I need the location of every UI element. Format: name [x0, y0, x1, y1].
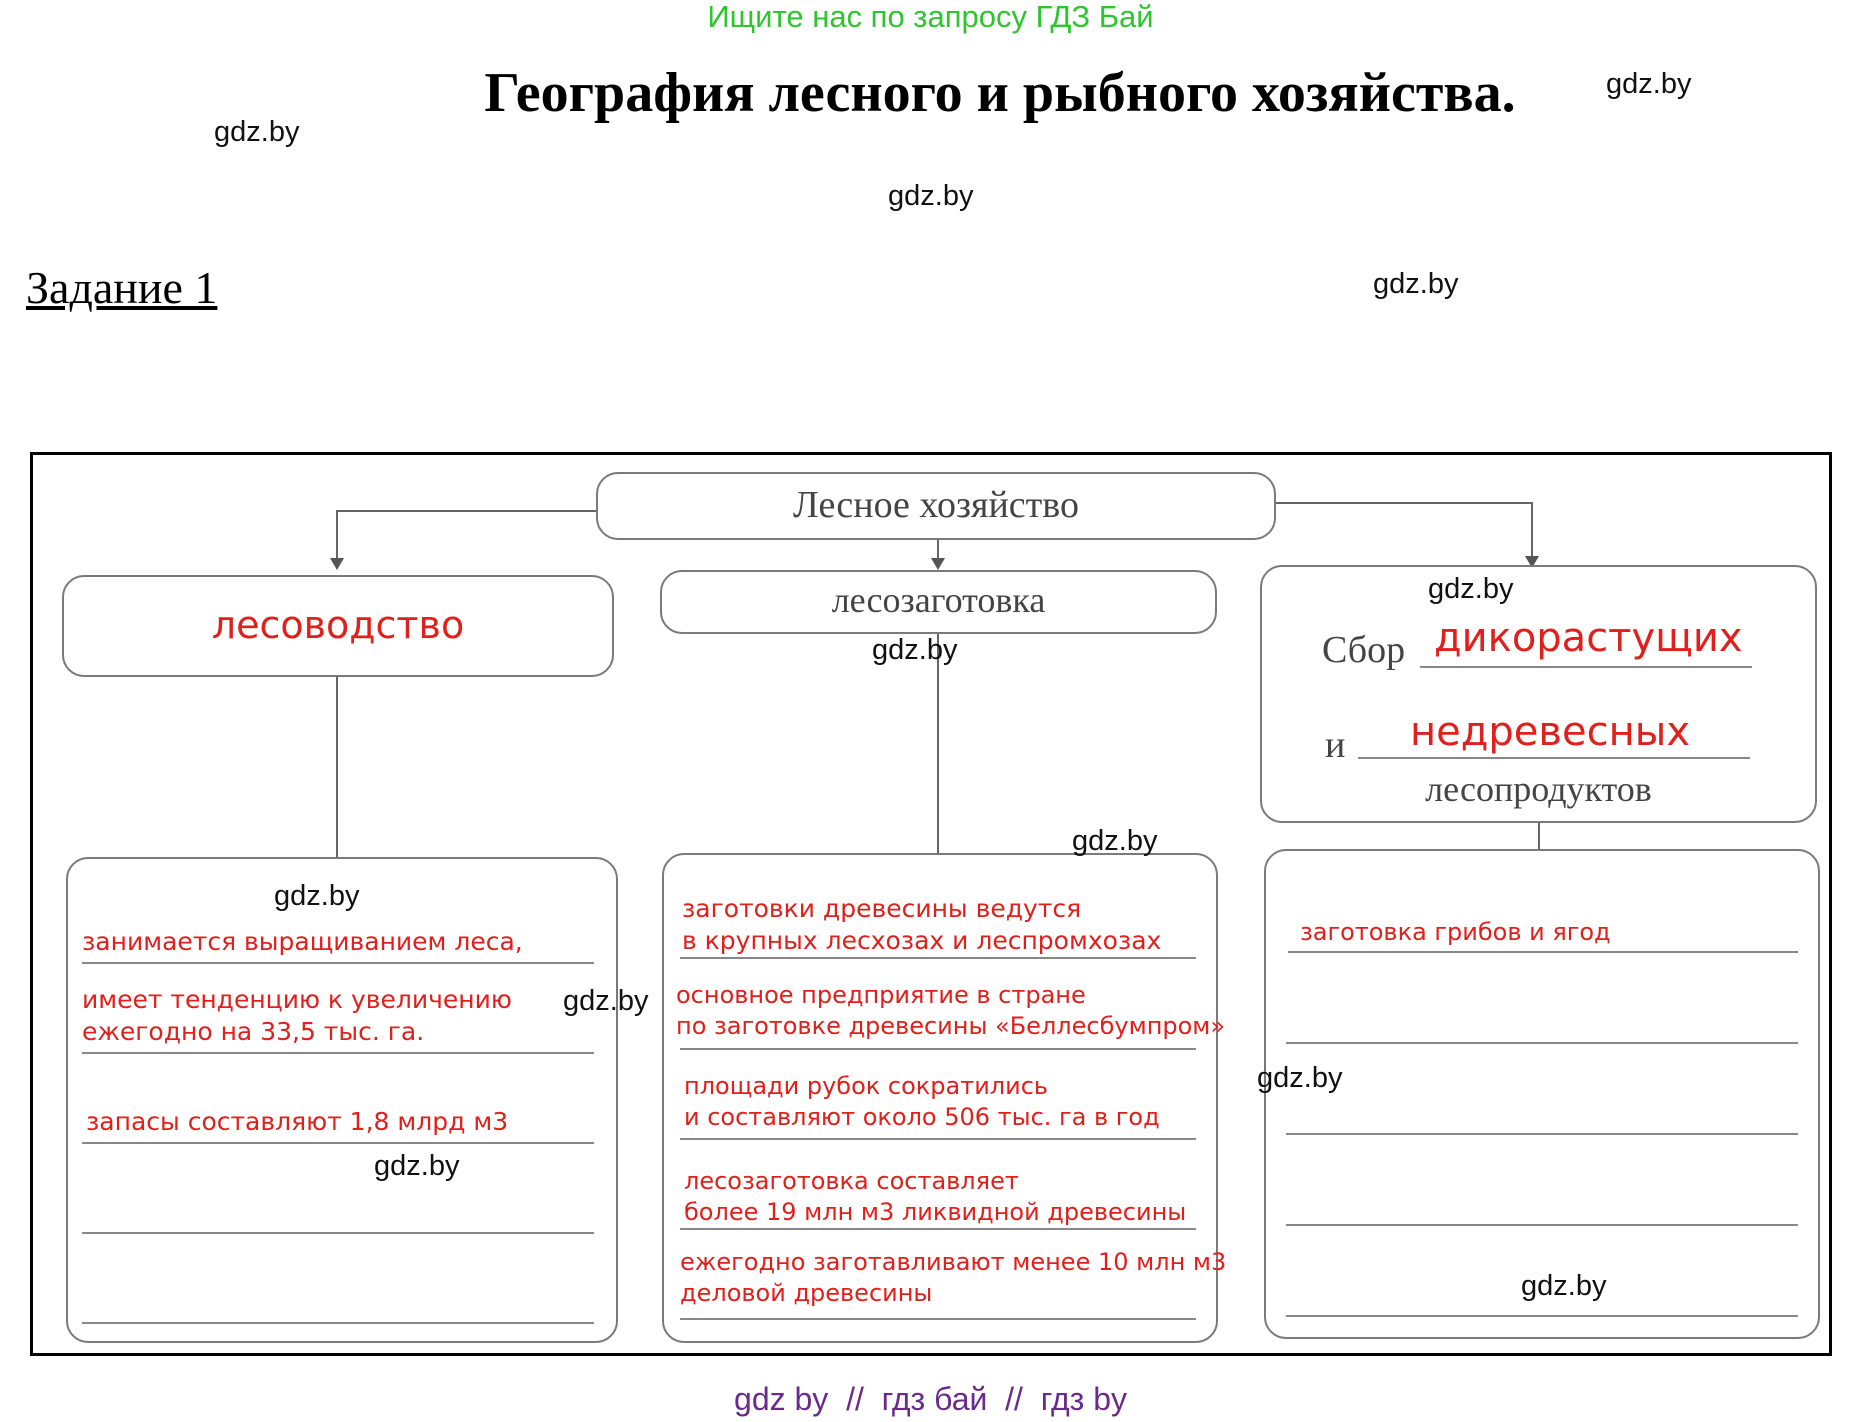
connector-left-down: [336, 510, 338, 558]
collection-prefix: Сбор: [1322, 629, 1406, 671]
footer-links: gdz by // гдз бай // гдз by: [734, 1381, 1127, 1417]
connector-right-detail: [1538, 823, 1540, 853]
root-box: [596, 472, 1276, 540]
collection-answer-2: недревесных: [1410, 709, 1690, 755]
watermark: gdz.by: [872, 634, 958, 666]
forestry-answer: лесоводство: [211, 603, 465, 647]
answer-line: [82, 1052, 594, 1054]
logging-detail-3: площади рубок сократились и составляют о…: [684, 1072, 1160, 1131]
collection-detail-1: заготовка грибов и ягод: [1300, 918, 1611, 946]
connector-middle-down: [937, 540, 939, 560]
logging-detail-1: заготовки древесины ведутся в крупных ле…: [682, 894, 1162, 955]
arrow-down-icon: [330, 558, 344, 570]
logging-label: лесозаготовка: [831, 580, 1046, 620]
task-heading: Задание 1: [26, 262, 218, 313]
forestry-details-box: [66, 857, 618, 1343]
answer-line: [82, 1232, 594, 1234]
watermark: gdz.by: [1072, 825, 1158, 857]
collection-conj: и: [1325, 724, 1346, 766]
collection-details-box: [1264, 849, 1820, 1339]
answer-line: [82, 1322, 594, 1324]
watermark: gdz.by: [374, 1150, 460, 1182]
connector-middle-detail: [937, 634, 939, 854]
answer-line: [1286, 1224, 1798, 1226]
answer-line: [82, 1142, 594, 1144]
answer-line: [1420, 666, 1752, 668]
forestry-detail-1: занимается выращиванием леса,: [82, 927, 523, 956]
diagram-frame: [30, 452, 1832, 1356]
watermark: gdz.by: [1521, 1270, 1607, 1302]
connector-left-detail: [336, 677, 338, 857]
connector-right-down: [1531, 502, 1533, 558]
connector-right: [1276, 502, 1532, 504]
logging-detail-4: лесозаготовка составляет более 19 млн м3…: [684, 1167, 1187, 1226]
watermark: gdz.by: [1428, 573, 1514, 605]
answer-line: [1358, 757, 1750, 759]
watermark: gdz.by: [214, 116, 300, 148]
watermark: gdz.by: [1257, 1062, 1343, 1094]
answer-line: [1288, 951, 1798, 953]
watermark: gdz.by: [888, 180, 974, 212]
logging-detail-2: основное предприятие в стране по заготов…: [676, 981, 1226, 1040]
answer-line: [680, 1228, 1196, 1230]
answer-line: [82, 962, 594, 964]
arrow-down-icon: [931, 558, 945, 570]
forestry-detail-2: имеет тенденцию к увеличению ежегодно на…: [82, 985, 512, 1046]
forestry-detail-3: запасы составляют 1,8 млрд м3: [86, 1107, 509, 1136]
page-title: География лесного и рыбного хозяйства.: [484, 62, 1516, 124]
answer-line: [680, 1318, 1196, 1320]
collection-suffix: лесопродуктов: [1425, 769, 1652, 809]
watermark: gdz.by: [1373, 268, 1459, 300]
answer-line: [680, 957, 1196, 959]
connector-left: [336, 510, 596, 512]
answer-line: [1286, 1133, 1798, 1135]
search-banner: Ищите нас по запросу ГДЗ Бай: [707, 0, 1154, 34]
watermark: gdz.by: [563, 985, 649, 1017]
forestry-box: [62, 575, 614, 677]
answer-line: [1286, 1042, 1798, 1044]
logging-details-box: [662, 853, 1218, 1343]
collection-answer-1: дикорастущих: [1434, 615, 1743, 661]
root-label: Лесное хозяйство: [793, 484, 1079, 526]
answer-line: [680, 1138, 1196, 1140]
answer-line: [680, 1048, 1196, 1050]
watermark: gdz.by: [1606, 68, 1692, 100]
answer-line: [1286, 1315, 1798, 1317]
collection-box: [1260, 565, 1817, 823]
logging-detail-5: ежегодно заготавливают менее 10 млн м3 д…: [680, 1248, 1227, 1307]
watermark: gdz.by: [274, 880, 360, 912]
logging-box: [660, 570, 1217, 634]
